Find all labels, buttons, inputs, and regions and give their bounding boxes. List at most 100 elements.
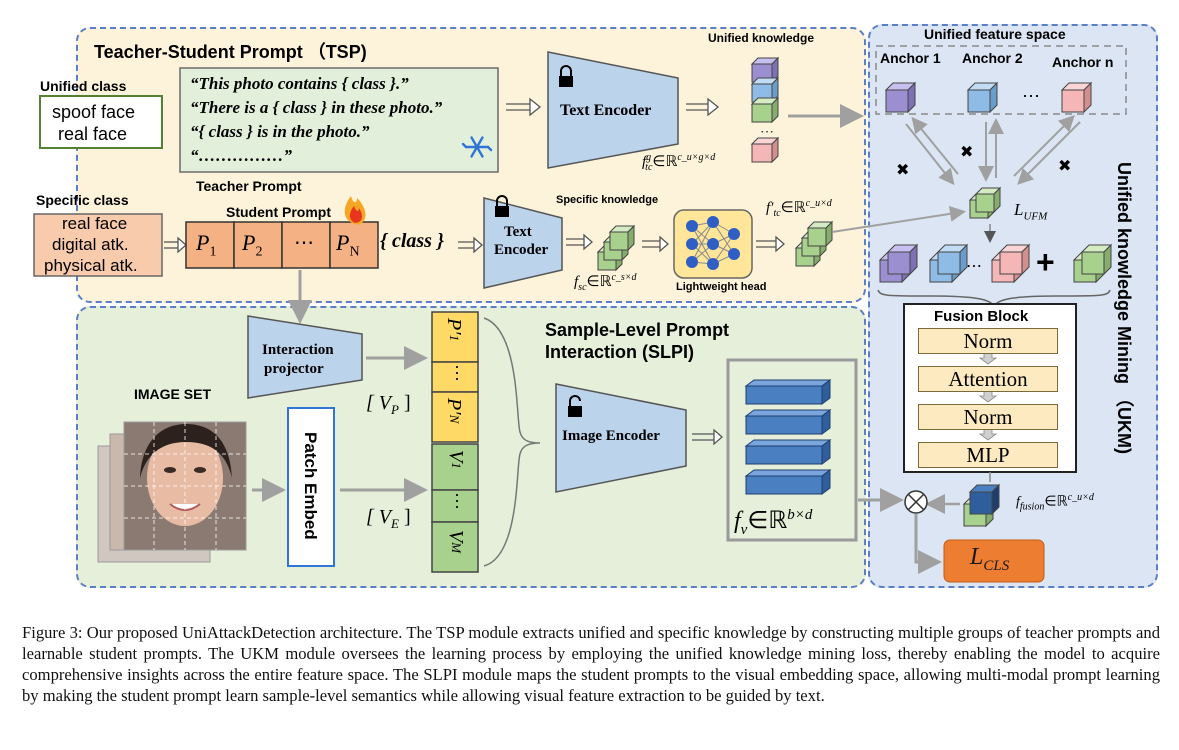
specific-knowledge-cubes <box>596 224 636 272</box>
lightweight-head-icon <box>673 209 753 279</box>
fusion-layer-norm-1: Norm <box>918 328 1058 354</box>
unified-knowledge-label: Unified knowledge <box>708 31 815 45</box>
frozen-snowflake-icon <box>461 136 493 158</box>
image-encoder-shape <box>555 383 687 493</box>
arrow-encoder2-to-specific <box>566 233 593 251</box>
prompt-token-n: PN <box>336 230 360 260</box>
loss-cls-box <box>943 539 1045 583</box>
specific-class-box <box>33 213 163 277</box>
text-encoder-2-line1: Text <box>504 224 532 240</box>
unified-class-box <box>39 95 163 149</box>
arrow-prompt-to-encoder <box>458 236 483 254</box>
arrow-ftc-to-ukm <box>831 205 966 233</box>
ftc-prime-cubes <box>794 220 834 268</box>
teacher-prompt-label: Teacher Prompt <box>196 178 302 194</box>
interaction-projector-line1: Interaction <box>262 342 334 358</box>
ve-label: [ VE ] <box>366 506 411 531</box>
template-line-4: “……………” <box>190 146 292 165</box>
row-ellipsis: ⋯ <box>966 258 982 275</box>
image-encoder-label: Image Encoder <box>562 428 660 444</box>
slpi-title-line1: Sample-Level Prompt <box>545 320 730 340</box>
f-fusion-formula: ffusion∈ℝc_u×d <box>1016 492 1094 513</box>
specific-knowledge-label: Specific knowledge <box>556 194 659 206</box>
unified-knowledge-cubes <box>750 56 780 164</box>
unified-cubes-ellipsis: ⋯ <box>760 123 774 139</box>
flame-icon <box>344 196 366 225</box>
text-encoder-1-shape <box>547 51 679 169</box>
cross-mark-middle: ✖ <box>960 144 974 161</box>
unified-class-item-1: spoof face <box>52 102 136 122</box>
text-encoder-2-shape <box>483 197 563 289</box>
prompt-token-2: P2 <box>242 230 263 260</box>
patch-embed-box <box>287 407 335 567</box>
prompt-token-1: P1 <box>196 230 217 260</box>
v-column <box>431 443 479 573</box>
specific-class-item-2: digital atk. <box>52 235 129 254</box>
lock-icon-2 <box>495 195 509 217</box>
specific-class-item-1: real face <box>62 214 128 233</box>
student-prompt-tokens <box>185 221 379 269</box>
anchor-1-label: Anchor 1 <box>880 50 941 66</box>
v-ellipsis: ⋯ <box>447 492 467 510</box>
class-suffix: { class } <box>380 230 444 252</box>
arrow-otimes-to-cls <box>914 514 942 574</box>
arrow-encoder-to-unified <box>686 97 720 117</box>
lightweight-head-label: Lightweight head <box>676 281 767 293</box>
unlock-icon <box>568 395 582 417</box>
cross-mark-left: ✖ <box>896 162 910 179</box>
arrow-head-to-ftc <box>756 235 785 253</box>
unified-class-item-2: real face <box>58 124 128 144</box>
template-line-1: “This photo contains { class }.” <box>190 74 409 93</box>
fusion-layer-norm-2: Norm <box>918 404 1058 430</box>
image-set-label: IMAGE SET <box>134 386 212 402</box>
fusion-arrows <box>978 351 998 441</box>
arrow-encoder-to-fv <box>692 428 723 446</box>
anchor-2-label: Anchor 2 <box>962 50 1023 66</box>
p-prime-column <box>431 311 479 443</box>
p-prime-n: P′N <box>443 398 465 424</box>
slpi-title-line2: Interaction (SLPI) <box>545 342 695 362</box>
plus-mark: + <box>1036 244 1055 280</box>
arrow-specific-to-head <box>642 235 669 253</box>
specific-class-item-3: physical atk. <box>44 256 138 275</box>
feature-space-label: Unified feature space <box>924 26 1066 42</box>
specific-class-label: Specific class <box>36 192 129 208</box>
arrow-template-to-encoder <box>506 97 542 117</box>
template-box <box>179 67 499 173</box>
fusion-layer-attention: Attention <box>918 366 1058 392</box>
anchor-arrows <box>905 115 1081 186</box>
f-v-formula: fv∈ℝb×d <box>734 507 813 538</box>
interaction-projector-shape <box>247 315 363 399</box>
figure-caption: Figure 3: Our proposed UniAttackDetectio… <box>22 623 1160 705</box>
brace <box>483 317 541 567</box>
f-tc-prime-formula: f′tc∈ℝc_u×d <box>766 198 832 219</box>
loss-ufm-label: LUFM <box>1014 200 1048 223</box>
anchor-n-label: Anchor n <box>1052 54 1114 70</box>
feature-space-box <box>875 45 1127 115</box>
diagram-graphics: ⋯ <box>33 45 1127 583</box>
f-fusion-cubes <box>962 483 1001 528</box>
fusion-layer-mlp: MLP <box>918 442 1058 468</box>
image-set-photos <box>97 421 247 563</box>
center-cube <box>968 186 1002 220</box>
lock-icon-1 <box>559 65 573 87</box>
template-line-3: “{ class } is in the photo.” <box>190 122 370 141</box>
v-m: VM <box>445 530 467 554</box>
fusion-block-label: Fusion Block <box>934 308 1029 325</box>
vp-label: [ VP ] <box>366 392 411 417</box>
cross-mark-right: ✖ <box>1058 158 1072 175</box>
arrow-specific-to-prompt <box>164 236 187 254</box>
unified-class-label: Unified class <box>40 78 127 94</box>
patch-embed-label: Patch Embed <box>301 432 320 540</box>
p-prime-ellipsis: ⋯ <box>447 364 467 382</box>
interaction-projector-line2: projector <box>264 361 324 377</box>
anchor-row-cubes <box>878 243 1113 284</box>
template-line-2: “There is a { class } in these photo.” <box>190 98 443 117</box>
anchor-cubes <box>884 81 1093 114</box>
p-prime-1: P′1 <box>443 318 465 342</box>
tsp-title: Teacher-Student Prompt （TSP) <box>94 42 367 62</box>
loss-cls-label: LCLS <box>970 544 1010 574</box>
f-tc-g-formula: fgtc∈ℝc_u×g×d <box>642 152 716 173</box>
text-encoder-2-line2: Encoder <box>494 242 549 258</box>
fv-feature-bars <box>744 379 832 495</box>
